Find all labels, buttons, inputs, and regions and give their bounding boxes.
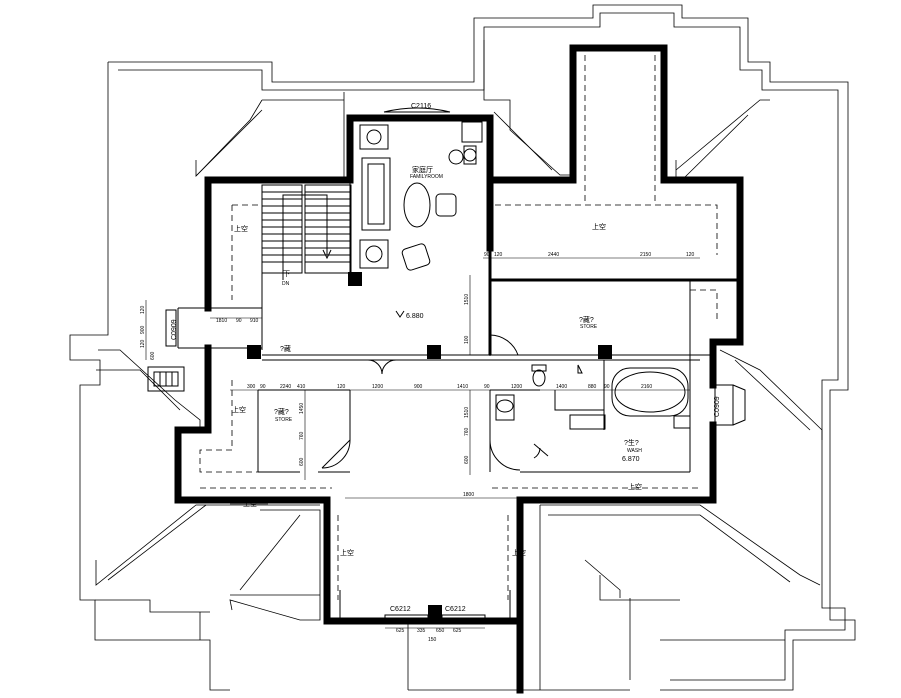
structural-columns xyxy=(247,272,612,619)
down-label-en: DN xyxy=(282,281,290,287)
window-code-bottom-left: C6212 xyxy=(390,606,411,613)
dim-left-small-3: 910 xyxy=(250,318,259,324)
void-label-s-left: 上空 xyxy=(243,499,257,508)
family-room-furniture xyxy=(359,121,483,271)
store-north-label-en: STORE xyxy=(580,324,598,330)
dim-left-small-1: 1810 xyxy=(216,318,227,324)
window-code-right: C0909 xyxy=(714,396,721,417)
dim-bottom-centre: 1800 xyxy=(463,492,474,498)
dim-mid-7: 900 xyxy=(414,384,423,390)
void-label-se: 上空 xyxy=(628,482,642,491)
void-label-s-centre-right: 上空 xyxy=(512,548,526,557)
bathroom-fixtures xyxy=(495,360,691,430)
staircase xyxy=(261,184,352,280)
roof-ridges xyxy=(95,40,823,690)
dim-left-2: 900 xyxy=(140,325,146,334)
void-label-w: 上空 xyxy=(234,224,248,233)
down-label-cn: 下 xyxy=(283,270,290,278)
dim-mid-1: 300 xyxy=(247,384,256,390)
dim-vert-centre-2: 100 xyxy=(464,335,470,344)
family-room-label-cn: 家庭厅 xyxy=(412,165,433,174)
dim-mid-6: 1200 xyxy=(372,384,383,390)
dim-mid-13: 90 xyxy=(604,384,610,390)
void-label-ne: 上空 xyxy=(592,222,606,231)
dim-mid-3: 2240 xyxy=(280,384,291,390)
dim-bottom-2: 335 xyxy=(417,628,426,634)
small-store-label: ?藏 xyxy=(280,344,291,353)
plan-labels: C2116 家庭厅 FAMILYROOM 上空 上空 上空 上空 上空 上空 上… xyxy=(140,103,721,643)
void-label-s-centre-left: 上空 xyxy=(340,548,354,557)
dim-left-small-2: 90 xyxy=(236,318,242,324)
store-west-label-cn: ?藏? xyxy=(274,407,289,416)
dim-vert-left-1: 1450 xyxy=(299,403,305,414)
exterior-walls xyxy=(174,44,744,694)
dim-bottom-4: 625 xyxy=(453,628,462,634)
dimension-lines xyxy=(145,257,700,629)
dim-mid-10: 1200 xyxy=(511,384,522,390)
dim-left-4: 600 xyxy=(150,351,156,360)
dim-bottom-3: 650 xyxy=(436,628,445,634)
doors xyxy=(321,334,549,471)
dim-mid-11: 1400 xyxy=(556,384,567,390)
window-code-left: C0909 xyxy=(171,319,178,340)
dim-mid-4: 410 xyxy=(297,384,306,390)
dim-mid-2: 90 xyxy=(260,384,266,390)
void-outlines xyxy=(199,55,718,600)
family-room-label-en: FAMILYROOM xyxy=(410,174,443,180)
dim-mid-14: 2160 xyxy=(641,384,652,390)
dim-mid-5: 120 xyxy=(337,384,346,390)
dim-vert-centre-1: 1510 xyxy=(464,294,470,305)
level-hall: 6.880 xyxy=(406,313,424,320)
dim-top-5: 120 xyxy=(686,252,695,258)
dim-top-2: 120 xyxy=(494,252,503,258)
window-code-bottom-right: C6212 xyxy=(445,606,466,613)
dim-mid-9: 90 xyxy=(484,384,490,390)
store-north-label-cn: ?藏? xyxy=(579,315,594,324)
dim-vert-left-3: 600 xyxy=(299,457,305,466)
store-west-label-en: STORE xyxy=(275,417,293,423)
dim-mid-12: 880 xyxy=(588,384,597,390)
dim-vert-left-2: 760 xyxy=(299,431,305,440)
dim-bottom-1: 625 xyxy=(396,628,405,634)
dim-top-3: 2440 xyxy=(548,252,559,258)
dim-vert-centre-4: 760 xyxy=(464,427,470,436)
void-label-sw: 上空 xyxy=(232,405,246,414)
wash-label-cn: ?生? xyxy=(624,438,639,447)
dim-top-1: 90 xyxy=(484,252,490,258)
dim-top-4: 2150 xyxy=(640,252,651,258)
dim-left-3: 120 xyxy=(140,339,146,348)
dim-vert-centre-5: 600 xyxy=(464,455,470,464)
level-wash: 6.870 xyxy=(622,456,640,463)
dim-left-1: 120 xyxy=(140,305,146,314)
dim-bottom-5: 150 xyxy=(428,637,437,643)
dim-vert-centre-3: 1510 xyxy=(464,407,470,418)
windows xyxy=(147,107,746,622)
dim-mid-8: 1410 xyxy=(457,384,468,390)
window-code-top: C2116 xyxy=(411,103,431,110)
wash-label-en: WASH xyxy=(627,448,642,454)
